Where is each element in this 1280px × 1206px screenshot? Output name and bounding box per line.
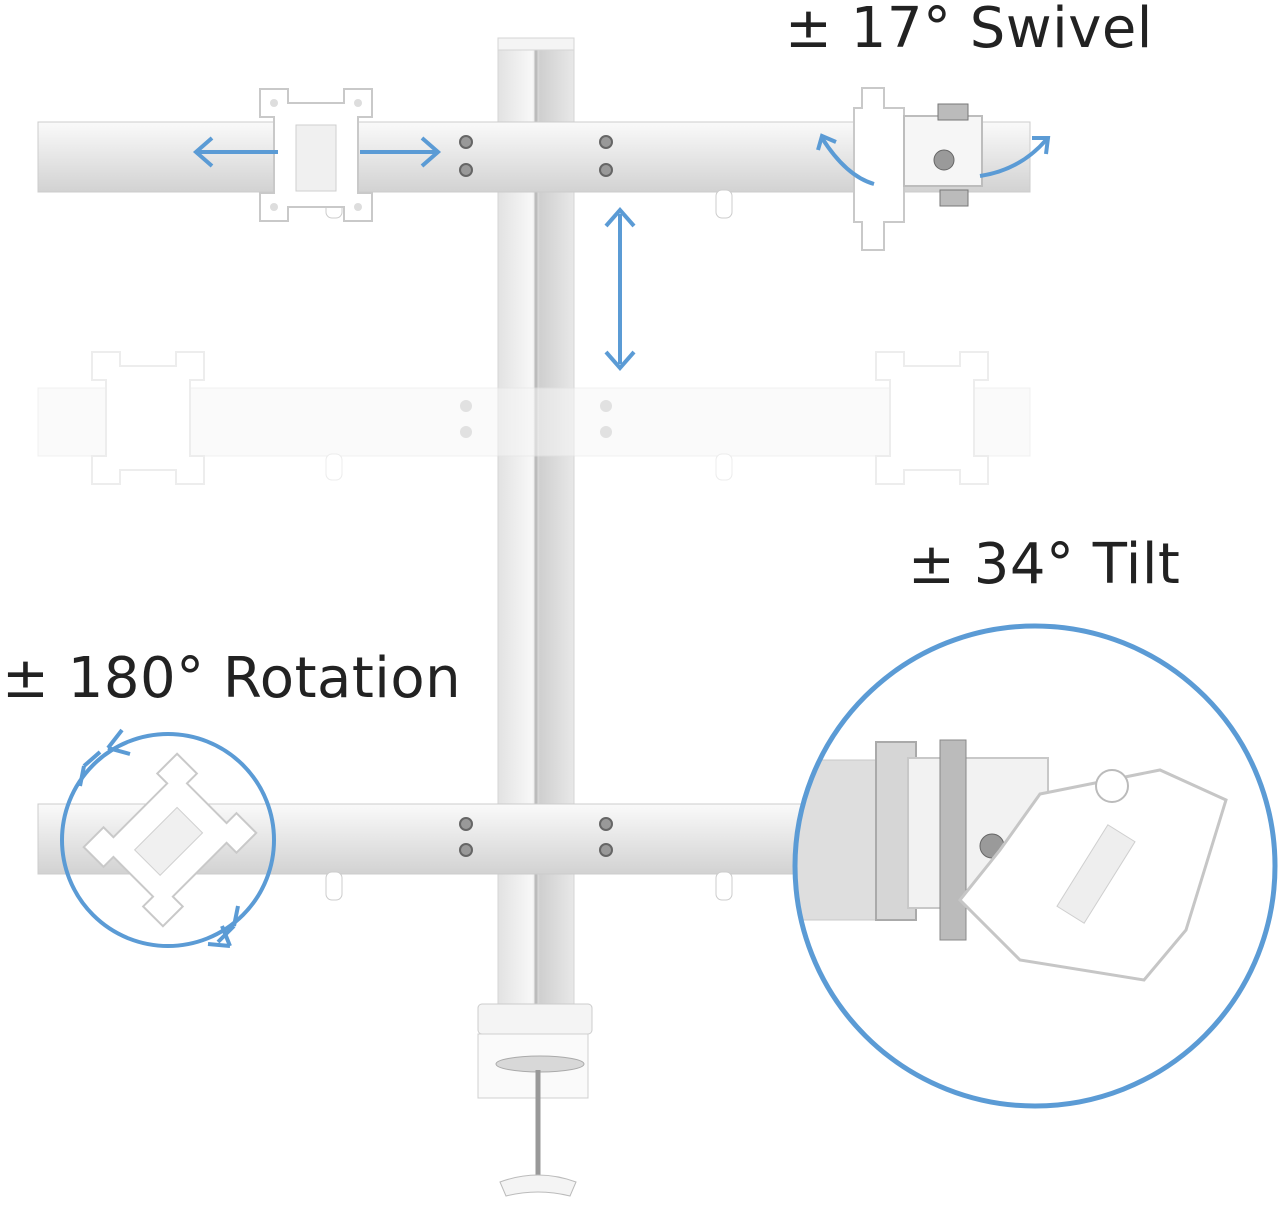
circular-rotation-arrows-icon [60, 728, 276, 948]
tilt-label: ± 34° Tilt [908, 532, 1181, 597]
double-arrow-vertical-icon [604, 206, 636, 372]
middle-crossbar-ghost [37, 351, 1031, 485]
desk-clamp [477, 1003, 593, 1197]
rotation-label: ± 180° Rotation [2, 646, 462, 711]
vesa-plate-top-left [259, 88, 373, 222]
tilt-zoom-detail [792, 623, 1278, 1109]
curved-swivel-arrow-icon [816, 133, 1051, 186]
vesa-plate-rotated [82, 752, 258, 928]
cable-hook [715, 189, 733, 219]
vesa-plate-swivel [853, 87, 983, 251]
swivel-label: ± 17° Swivel [785, 0, 1153, 61]
double-arrow-horizontal-icon [192, 136, 442, 168]
